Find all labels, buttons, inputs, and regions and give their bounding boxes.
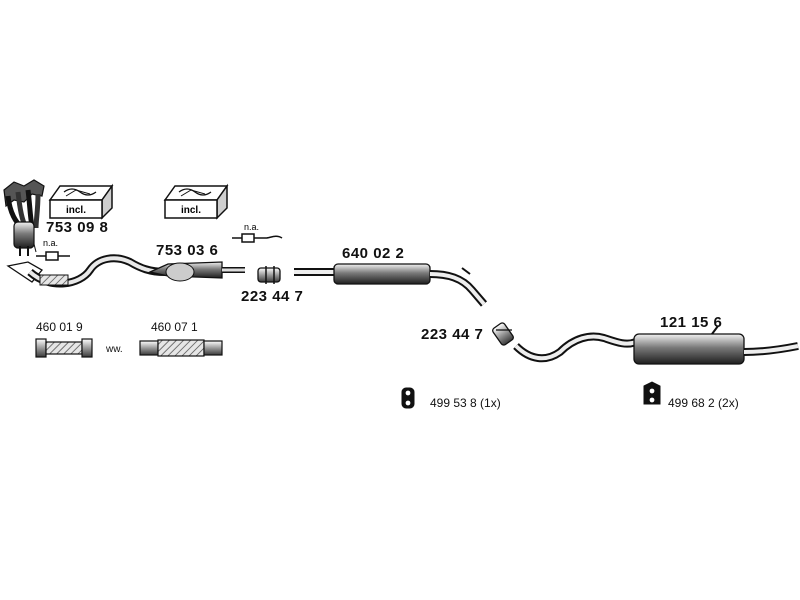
- rubber-mount-b-icon: [643, 381, 661, 405]
- part-number-catalyst: 753 03 6: [156, 242, 219, 259]
- part-number-flex-pipe-a: 460 01 9: [36, 320, 83, 334]
- part-number-mount-a: 499 53 8 (1x): [430, 396, 501, 410]
- part-number-mount-b: 499 68 2 (2x): [668, 396, 739, 410]
- flex-pipe-b: [139, 339, 223, 357]
- exhaust-manifold: [3, 179, 45, 256]
- part-number-flex-pipe-b: 460 07 1: [151, 320, 198, 334]
- catalytic-converter: [147, 261, 245, 282]
- rear-silencer: [513, 325, 799, 365]
- front-pipe: [6, 254, 166, 288]
- lambda-sensor-2: [232, 233, 283, 243]
- ww-label: ww.: [106, 344, 123, 355]
- part-number-clamp-front: 223 44 7: [241, 288, 304, 305]
- part-number-clamp-rear: 223 44 7: [421, 326, 484, 343]
- middle-silencer: [294, 263, 488, 307]
- kit-incl-label-1: incl.: [66, 205, 86, 216]
- na-label-2: n.a.: [244, 222, 259, 232]
- lambda-sensor-1: [33, 243, 70, 261]
- part-number-middle-silencer: 640 02 2: [342, 245, 405, 262]
- clamp-front: [257, 266, 281, 284]
- part-number-manifold: 753 09 8: [46, 219, 109, 236]
- na-label-1: n.a.: [43, 238, 58, 248]
- part-number-rear-silencer: 121 15 6: [660, 314, 723, 331]
- flex-pipe-a: [35, 338, 93, 358]
- rubber-mount-a-icon: [401, 387, 415, 409]
- gasket-kit-box-1: incl.: [48, 183, 114, 220]
- clamp-rear: [492, 322, 514, 346]
- kit-incl-label-2: incl.: [181, 205, 201, 216]
- gasket-kit-box-2: incl.: [163, 183, 229, 220]
